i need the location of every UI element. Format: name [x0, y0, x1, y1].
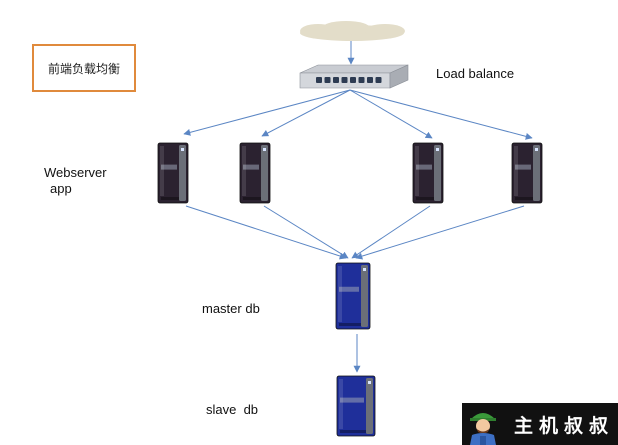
webserver-label: Webserver app	[44, 165, 107, 197]
load-balance-label: Load balance	[436, 66, 515, 81]
switch-port-icon	[316, 77, 322, 83]
edge-lb-to-web3	[349, 89, 433, 139]
switch-port-icon	[333, 77, 339, 83]
edge-web3-to-master	[351, 205, 431, 259]
webserver-label-line1: Webserver	[44, 165, 107, 180]
master-db-label: master db	[202, 301, 260, 316]
slave-db-label: slave db	[206, 402, 259, 417]
master-db-server	[335, 262, 371, 330]
watermark: 主机叔叔	[462, 403, 618, 445]
switch-port-icon	[367, 77, 373, 83]
frontend-lb-box-label: 前端负载均衡	[47, 61, 120, 76]
webserver-label-line2: app	[50, 181, 72, 196]
edge-web4-to-master	[355, 205, 525, 260]
mechanic-mascot-icon	[462, 403, 504, 445]
switch-port-icon	[350, 77, 356, 83]
switch-port-icon	[341, 77, 348, 83]
watermark-text: 主机叔叔	[514, 414, 615, 437]
edge-web1-to-master	[185, 205, 347, 260]
webserver-4	[511, 142, 543, 204]
frontend-lb-box: 前端负载均衡	[32, 44, 136, 92]
switch-port-icon	[358, 77, 365, 83]
switch-port-icon	[375, 77, 382, 83]
slave-db-server	[336, 375, 376, 437]
webserver-3	[412, 142, 444, 204]
edge-web2-to-master	[263, 205, 349, 259]
edge-lb-to-web1	[183, 89, 351, 136]
webserver-2	[239, 142, 271, 204]
edge-lb-to-web4	[349, 89, 533, 140]
webserver-1	[157, 142, 189, 204]
network-switch-icon	[299, 64, 409, 89]
edge-lb-to-web2	[261, 89, 351, 137]
cloud-icon	[300, 21, 405, 41]
switch-port-icon	[324, 77, 331, 83]
